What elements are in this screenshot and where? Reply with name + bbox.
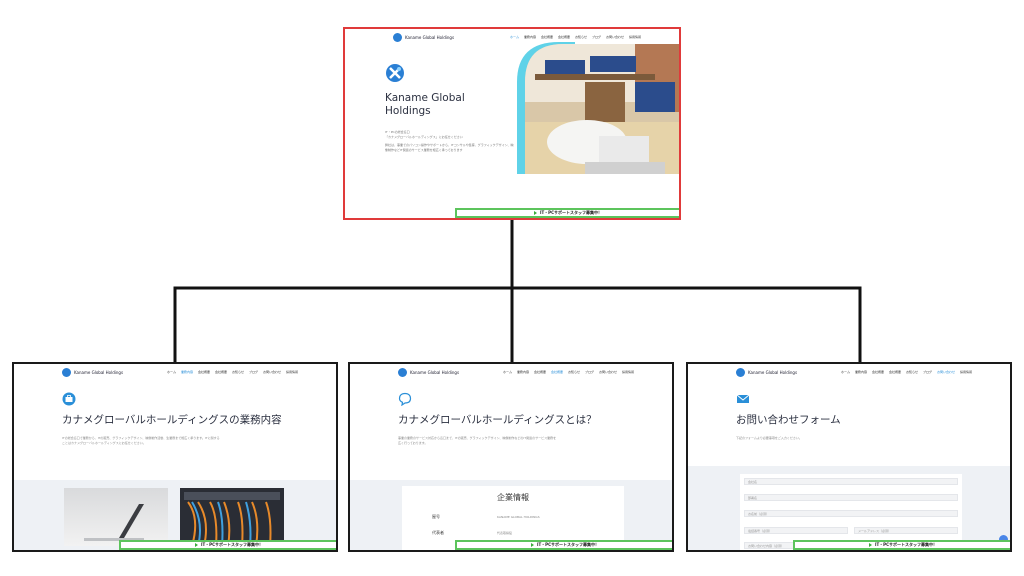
nav-item-company-2[interactable]: 会社概要	[557, 35, 570, 39]
home-page-thumbnail: Kaname Global Holdings ホーム 業務内容 会社概要 会社概…	[343, 27, 681, 220]
cursor-icon	[533, 211, 537, 215]
nav-item-home[interactable]: ホーム	[510, 35, 519, 39]
recaptcha-icon[interactable]	[999, 535, 1008, 544]
nav-item-blog[interactable]: ブログ	[922, 370, 932, 374]
recruit-banner[interactable]: IT・PCサポートスタッフ募集中！	[119, 540, 336, 550]
logo-text: Kaname Global Holdings	[405, 34, 455, 40]
nav-item-company[interactable]: 会社概要	[533, 370, 546, 374]
cursor-icon	[194, 543, 198, 547]
company-name-field[interactable]: 会社名	[744, 478, 958, 485]
logo-icon	[398, 367, 407, 377]
company-info-card: 企業情報 屋号 KANAME GLOBAL HOLDINGS 代表者 代表取締役	[402, 486, 624, 550]
mail-icon	[736, 394, 750, 403]
recruit-banner[interactable]: IT・PCサポートスタッフ募集中！	[455, 208, 679, 218]
hero-title: Kaname Global Holdings	[385, 92, 465, 117]
name-field[interactable]: お名前（必須）	[744, 510, 958, 517]
main-nav: ホーム 業務内容 会社概要 会社概要 お知らせ ブログ お問い合わせ 採用情報	[510, 35, 641, 39]
nav-item-services[interactable]: 業務内容	[523, 35, 536, 39]
server-cables-photo	[180, 488, 284, 547]
nav-item-company[interactable]: 会社概要	[540, 35, 553, 39]
nav-item-recruit[interactable]: 採用情報	[959, 370, 972, 374]
site-logo[interactable]: Kaname Global Holdings	[393, 32, 455, 42]
laptop-photo	[64, 488, 168, 546]
nav-item-recruit[interactable]: 採用情報	[285, 370, 298, 374]
nav-item-home[interactable]: ホーム	[841, 370, 850, 374]
cursor-icon	[530, 543, 534, 547]
briefcase-icon	[62, 392, 76, 406]
nav-item-company[interactable]: 会社概要	[871, 370, 884, 374]
logo-icon	[393, 32, 402, 42]
nav-item-home[interactable]: ホーム	[503, 370, 512, 374]
info-row-label: 屋号	[432, 514, 440, 519]
nav-item-home[interactable]: ホーム	[167, 370, 176, 374]
info-row-value: 代表取締役	[497, 531, 513, 535]
nav-item-services[interactable]: 業務内容	[180, 370, 193, 374]
logo-icon	[736, 367, 745, 377]
hero-lead-text: IT・PCの総合窓口 「カナメグローバルホールディングス」にお任せください 弊社…	[385, 130, 514, 152]
nav-item-news[interactable]: お知らせ	[906, 370, 918, 374]
site-header: Kaname Global Holdings ホーム 業務内容 会社概要 会社概…	[350, 364, 672, 380]
nav-item-blog[interactable]: ブログ	[248, 370, 258, 374]
site-logo[interactable]: Kaname Global Holdings	[398, 367, 459, 377]
nav-item-services[interactable]: 業務内容	[516, 370, 529, 374]
brand-logo-icon	[386, 64, 404, 82]
page-title: お問い合わせフォーム	[736, 414, 841, 426]
page-description: 事業の業務のサービス対応から窓口まで、ITの販売、グラフィックデザイン、映像制作…	[398, 436, 557, 445]
nav-item-services[interactable]: 業務内容	[854, 370, 867, 374]
services-page-thumbnail: Kaname Global Holdings ホーム 業務内容 会社概要 会社概…	[12, 362, 338, 552]
nav-item-news[interactable]: お知らせ	[232, 370, 244, 374]
hero-photo-office	[517, 42, 679, 174]
nav-item-recruit[interactable]: 採用情報	[628, 35, 641, 39]
nav-item-news[interactable]: お知らせ	[575, 35, 587, 39]
nav-item-contact[interactable]: お問い合わせ	[936, 370, 955, 374]
email-field[interactable]: メールアドレス（必須）	[854, 527, 958, 534]
site-logo[interactable]: Kaname Global Holdings	[736, 367, 797, 377]
nav-item-contact[interactable]: お問い合わせ	[605, 35, 624, 39]
nav-item-company-2[interactable]: 会社概要	[550, 370, 563, 374]
nav-item-news[interactable]: お知らせ	[568, 370, 580, 374]
main-nav: ホーム 業務内容 会社概要 会社概要 お知らせ ブログ お問い合わせ 採用情報	[841, 370, 972, 374]
nav-item-recruit[interactable]: 採用情報	[621, 370, 634, 374]
page-title: カナメグローバルホールディングスとは？	[398, 414, 597, 426]
nav-item-blog[interactable]: ブログ	[591, 35, 601, 39]
main-nav: ホーム 業務内容 会社概要 会社概要 お知らせ ブログ お問い合わせ 採用情報	[167, 370, 298, 374]
contact-page-thumbnail: Kaname Global Holdings ホーム 業務内容 会社概要 会社概…	[686, 362, 1012, 552]
site-header: Kaname Global Holdings ホーム 業務内容 会社概要 会社概…	[345, 29, 679, 45]
speech-bubble-icon	[398, 392, 412, 406]
department-field[interactable]: 部署名	[744, 494, 958, 501]
main-nav: ホーム 業務内容 会社概要 会社概要 お知らせ ブログ お問い合わせ 採用情報	[503, 370, 634, 374]
logo-icon	[62, 367, 71, 377]
nav-item-company-2[interactable]: 会社概要	[214, 370, 227, 374]
recruit-banner[interactable]: IT・PCサポートスタッフ募集中！	[793, 540, 1010, 550]
info-row-label: 代表者	[432, 530, 444, 535]
page-description: 下記のフォームより必要事項をご入力ください。	[736, 436, 802, 440]
recruit-banner[interactable]: IT・PCサポートスタッフ募集中！	[455, 540, 672, 550]
site-logo[interactable]: Kaname Global Holdings	[62, 367, 123, 377]
nav-item-contact[interactable]: お問い合わせ	[262, 370, 281, 374]
info-row-value: KANAME GLOBAL HOLDINGS	[497, 515, 540, 519]
page-title: カナメグローバルホールディングスの業務内容	[62, 414, 282, 426]
nav-item-contact[interactable]: お問い合わせ	[598, 370, 617, 374]
phone-field[interactable]: 電話番号（必須）	[744, 527, 848, 534]
site-header: Kaname Global Holdings ホーム 業務内容 会社概要 会社概…	[688, 364, 1010, 380]
cursor-icon	[868, 543, 872, 547]
nav-item-company[interactable]: 会社概要	[197, 370, 210, 374]
page-description: ITの総合窓口で業務から、ITの販売、グラフィックデザイン、映像制作活動、生業務…	[62, 436, 220, 445]
about-page-thumbnail: Kaname Global Holdings ホーム 業務内容 会社概要 会社概…	[348, 362, 674, 552]
site-header: Kaname Global Holdings ホーム 業務内容 会社概要 会社概…	[14, 364, 336, 380]
nav-item-company-2[interactable]: 会社概要	[888, 370, 901, 374]
contact-form: 会社名 部署名 お名前（必須） 電話番号（必須） メールアドレス（必須） お問い…	[740, 474, 962, 550]
company-info-heading: 企業情報	[497, 493, 529, 502]
nav-item-blog[interactable]: ブログ	[584, 370, 594, 374]
